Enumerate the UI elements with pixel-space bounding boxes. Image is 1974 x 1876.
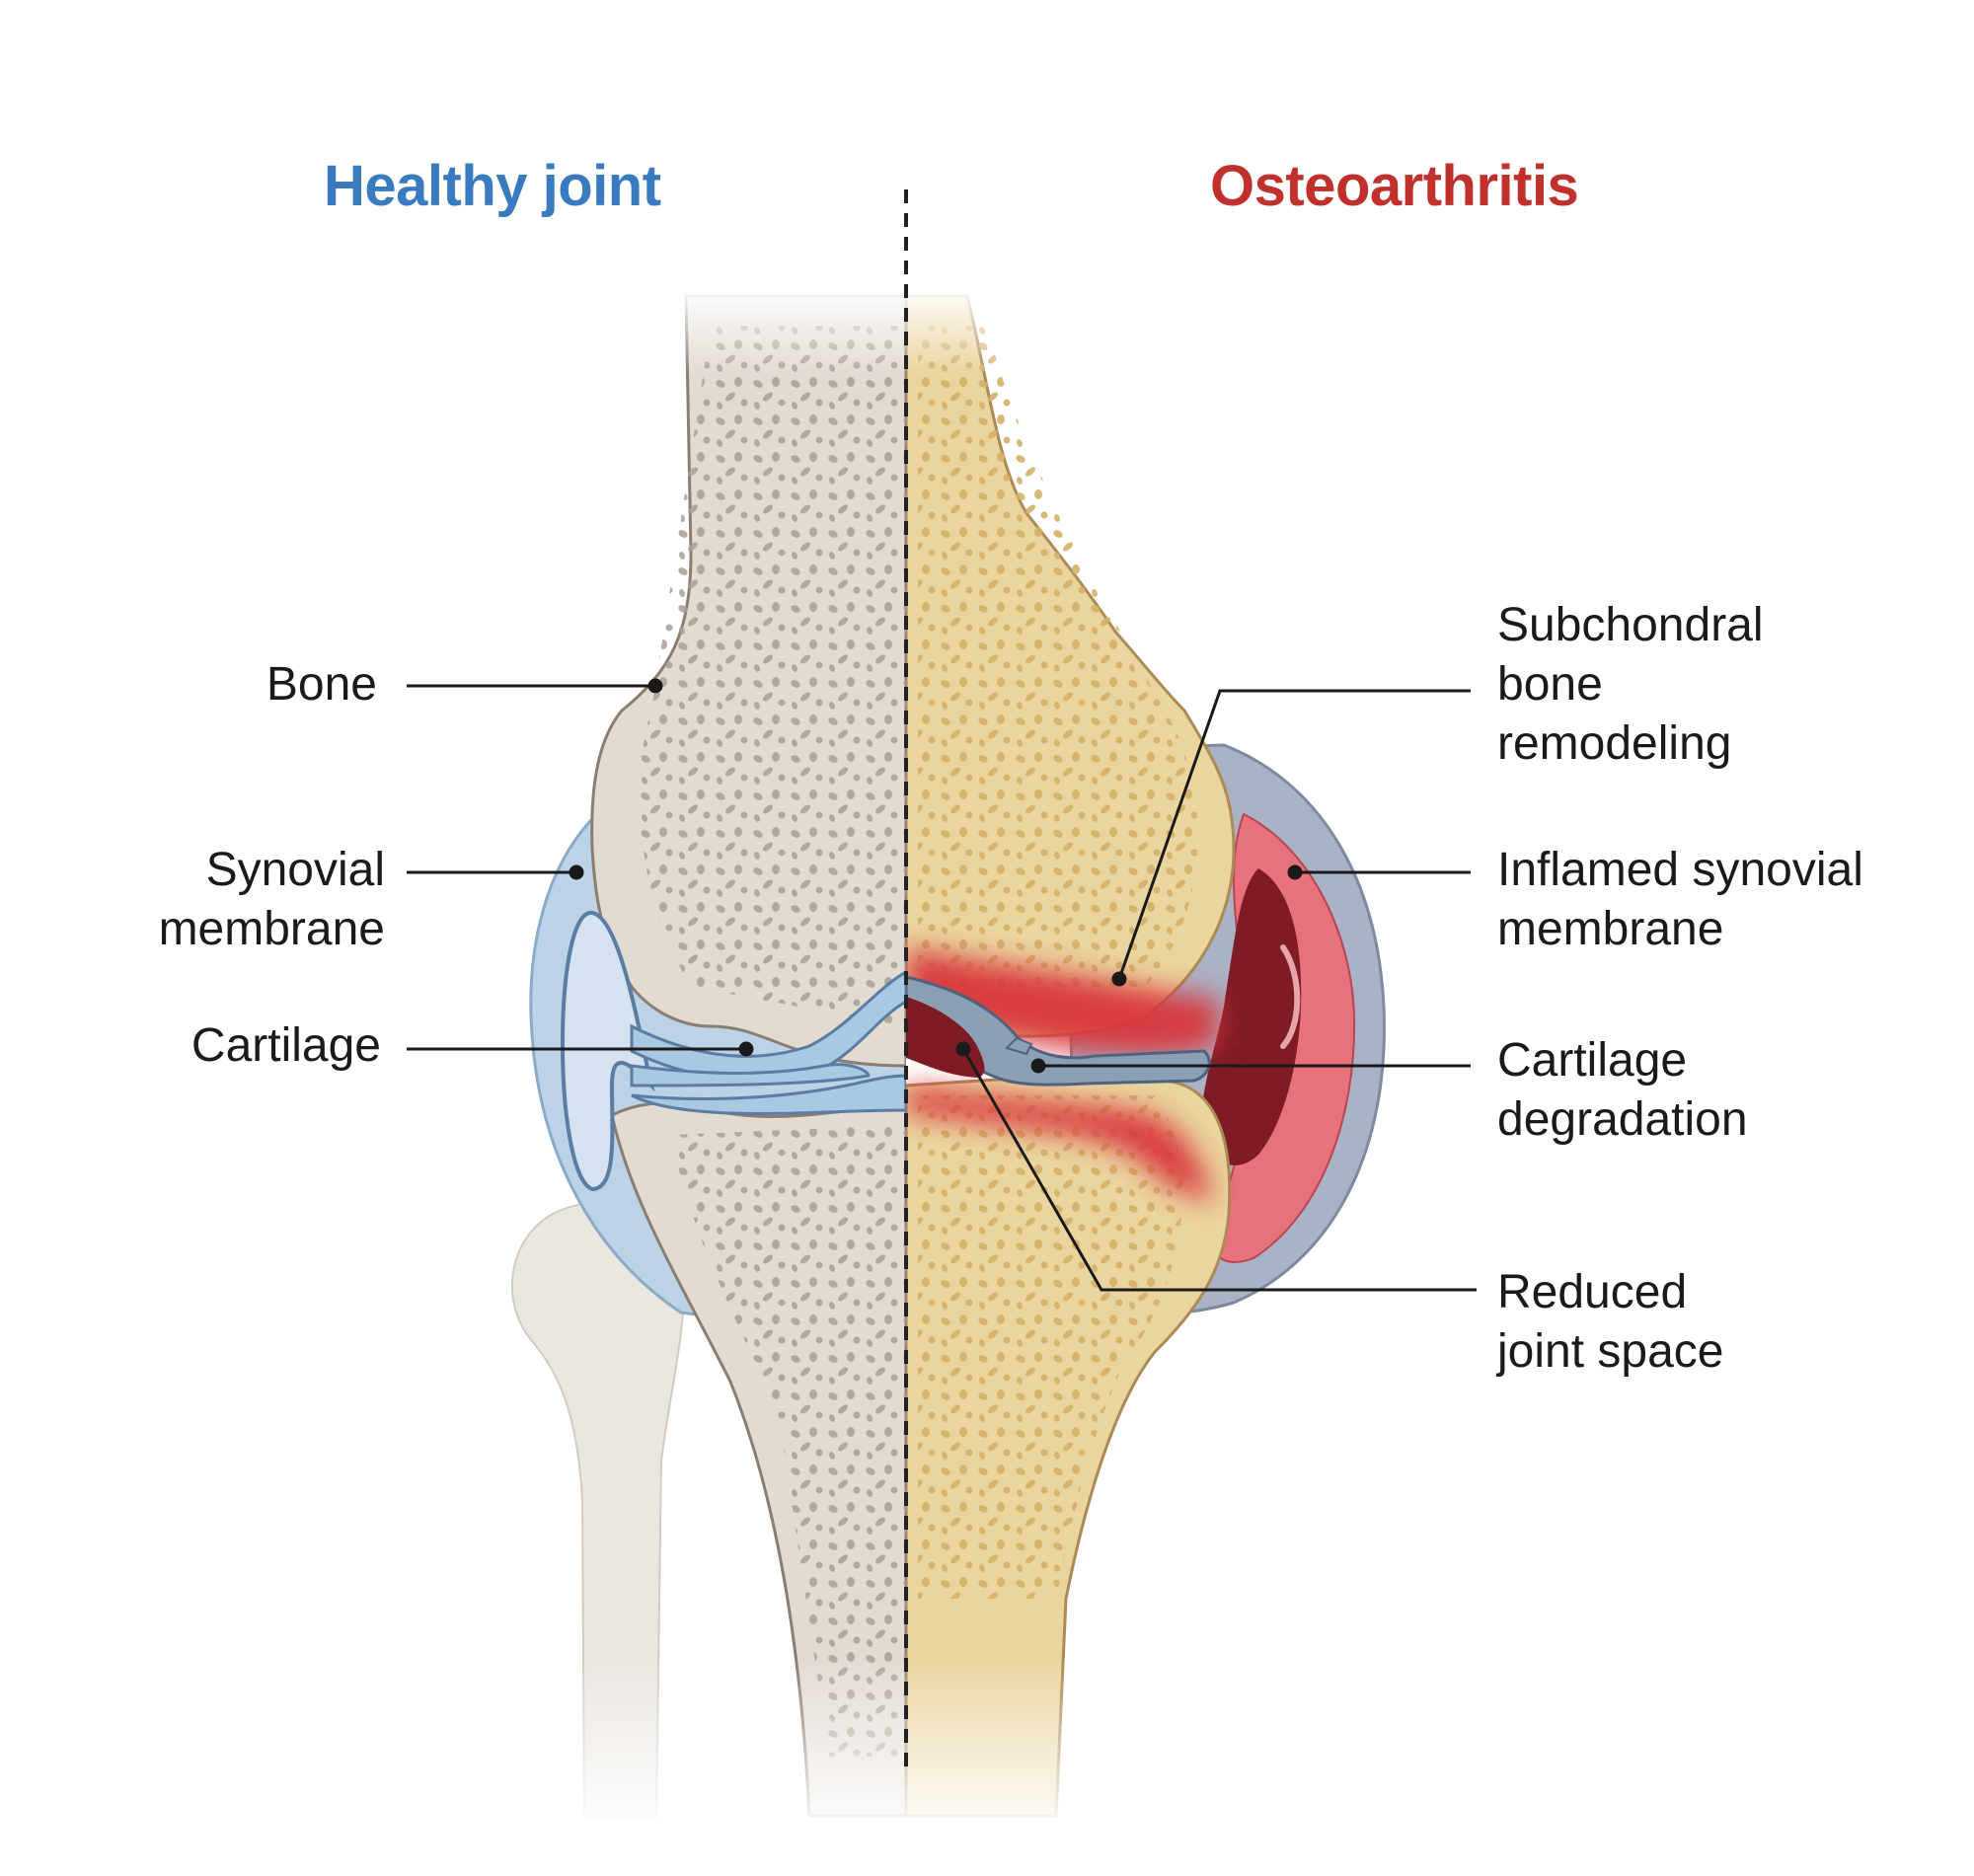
top-fade: [494, 286, 1184, 375]
cartilage-lower: [630, 1063, 871, 1088]
bottom-fade: [494, 1658, 1184, 1836]
label-subchondral-line-1: Subchondral: [1497, 599, 1764, 651]
label-synovial-line-1: Synovial: [205, 844, 385, 896]
meniscus: [561, 910, 655, 1192]
degradation-leader-dot: [1030, 1058, 1046, 1074]
leader-lines: [407, 678, 1477, 1292]
synovial-effusion: [1201, 868, 1302, 1165]
joint-space-leader-dot: [955, 1041, 971, 1057]
label-degradation-line-1: Cartilage: [1497, 1034, 1688, 1087]
label-subchondral-line-2: bone: [1497, 658, 1603, 711]
label-subchondral-line-3: remodeling: [1497, 717, 1732, 770]
cartilage-leader-dot: [738, 1041, 754, 1057]
label-synovial-membrane: Synovial membrane: [159, 841, 385, 959]
label-inflamed-line-1: Inflamed synovial: [1497, 844, 1863, 896]
subchondral-leader: [1117, 689, 1471, 980]
bone-leader-dot: [647, 678, 663, 694]
osteoarthritis-title: Osteoarthritis: [1210, 154, 1579, 218]
subchondral-leader-dot: [1111, 971, 1127, 987]
synovial-leader-dot: [569, 864, 584, 880]
label-cartilage-line-1: Cartilage: [190, 1019, 381, 1072]
label-inflamed-line-2: membrane: [1497, 903, 1724, 955]
label-cartilage-degradation: Cartilage degradation: [1497, 1031, 1748, 1150]
label-reduced-line-1: Reduced: [1497, 1266, 1688, 1318]
healthy-joint-half: [511, 294, 906, 1818]
label-reduced-line-2: joint space: [1497, 1325, 1724, 1378]
label-inflamed-synovial: Inflamed synovial membrane: [1497, 841, 1863, 959]
label-bone-line-1: Bone: [266, 658, 377, 711]
osteoarthritis-joint-half: [906, 294, 1386, 1818]
label-synovial-line-2: membrane: [158, 903, 385, 955]
label-cartilage: Cartilage: [191, 1016, 381, 1076]
joint-space-leader: [961, 1048, 1477, 1292]
label-subchondral: Subchondral bone remodeling: [1497, 596, 1764, 774]
label-degradation-line-2: degradation: [1497, 1093, 1748, 1146]
label-bone: Bone: [266, 655, 377, 714]
label-reduced-joint-space: Reduced joint space: [1497, 1263, 1723, 1382]
inflamed-leader-dot: [1287, 864, 1303, 880]
healthy-joint-title: Healthy joint: [324, 154, 661, 218]
